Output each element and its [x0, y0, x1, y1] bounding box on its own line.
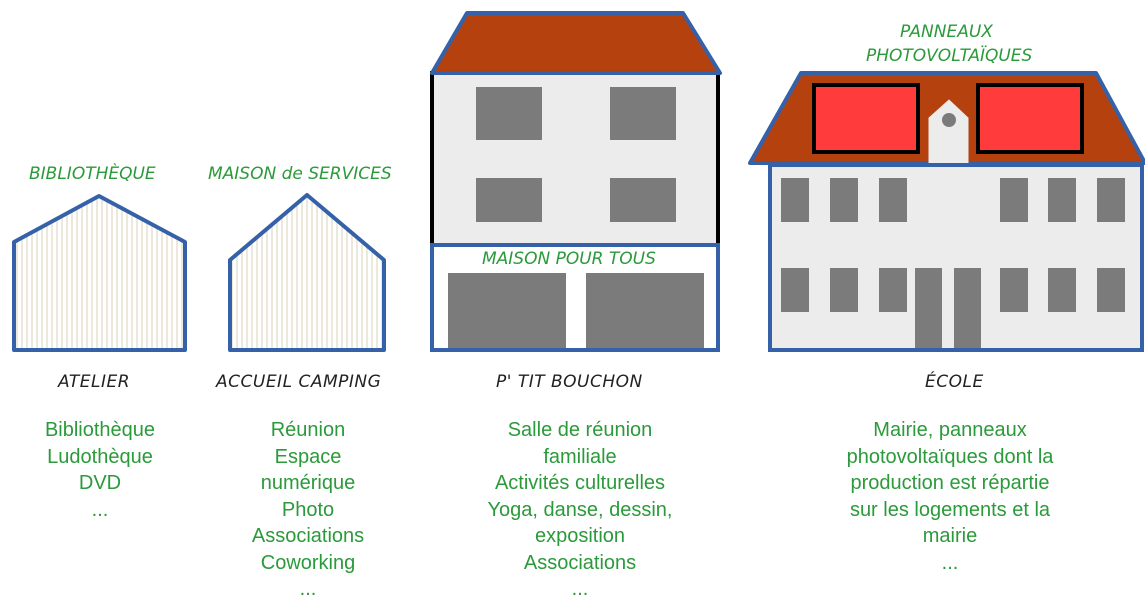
list-ptit-bouchon: Salle de réunion familiale Activités cul…	[460, 417, 700, 603]
list-item: photovoltaïques dont la	[846, 445, 1054, 468]
list-item: Réunion	[270, 419, 346, 441]
list-item: Espace	[274, 445, 342, 468]
list-item: Mairie, panneaux	[873, 419, 1027, 441]
atelier-building	[12, 194, 187, 352]
tag-photovoltaiques: PHOTOVOLTAÏQUES	[866, 46, 1033, 66]
name-ptit-bouchon: P' TIT BOUCHON	[496, 372, 643, 392]
name-atelier: ATELIER	[58, 372, 131, 392]
list-item: Associations	[523, 551, 637, 574]
tag-bibliotheque: BIBLIOTHÈQUE	[29, 164, 156, 184]
name-ecole: ÉCOLE	[925, 372, 984, 392]
list-item: ...	[299, 578, 317, 600]
list-item: Activités culturelles	[494, 472, 666, 494]
list-item: Photo	[281, 498, 335, 521]
list-item: ...	[91, 498, 109, 521]
solar-panel-right	[976, 83, 1084, 154]
list-item: sur les logements et la	[849, 498, 1051, 521]
list-item: production est répartie	[850, 472, 1050, 494]
tag-maison-pour-tous: MAISON POUR TOUS	[482, 249, 656, 269]
tag-panneaux: PANNEAUX	[900, 22, 993, 42]
list-item: Coworking	[260, 551, 356, 574]
list-item: Ludothèque	[47, 445, 153, 468]
list-item: mairie	[922, 525, 978, 547]
list-item: ...	[571, 578, 589, 600]
tag-maison-services: MAISON de SERVICES	[208, 164, 392, 184]
list-item: familiale	[543, 445, 617, 468]
list-atelier: Bibliothèque Ludothèque DVD ...	[20, 417, 180, 523]
list-item: Associations	[251, 525, 365, 547]
list-ecole: Mairie, panneaux photovoltaïques dont la…	[820, 417, 1080, 576]
list-item: Yoga, danse, dessin,	[487, 498, 673, 521]
ptit-bouchon-building	[430, 11, 722, 352]
name-accueil-camping: ACCUEIL CAMPING	[216, 372, 382, 392]
list-item: Salle de réunion	[507, 419, 653, 441]
ecole-building	[748, 71, 1145, 352]
list-item: DVD	[78, 472, 122, 494]
solar-panel-left	[812, 83, 920, 154]
list-item: numérique	[260, 472, 356, 494]
list-item: ...	[941, 551, 959, 574]
list-accueil-camping: Réunion Espace numérique Photo Associati…	[218, 417, 398, 603]
accueil-camping-building	[228, 193, 386, 352]
list-item: exposition	[534, 525, 626, 547]
list-item: Bibliothèque	[44, 419, 156, 441]
